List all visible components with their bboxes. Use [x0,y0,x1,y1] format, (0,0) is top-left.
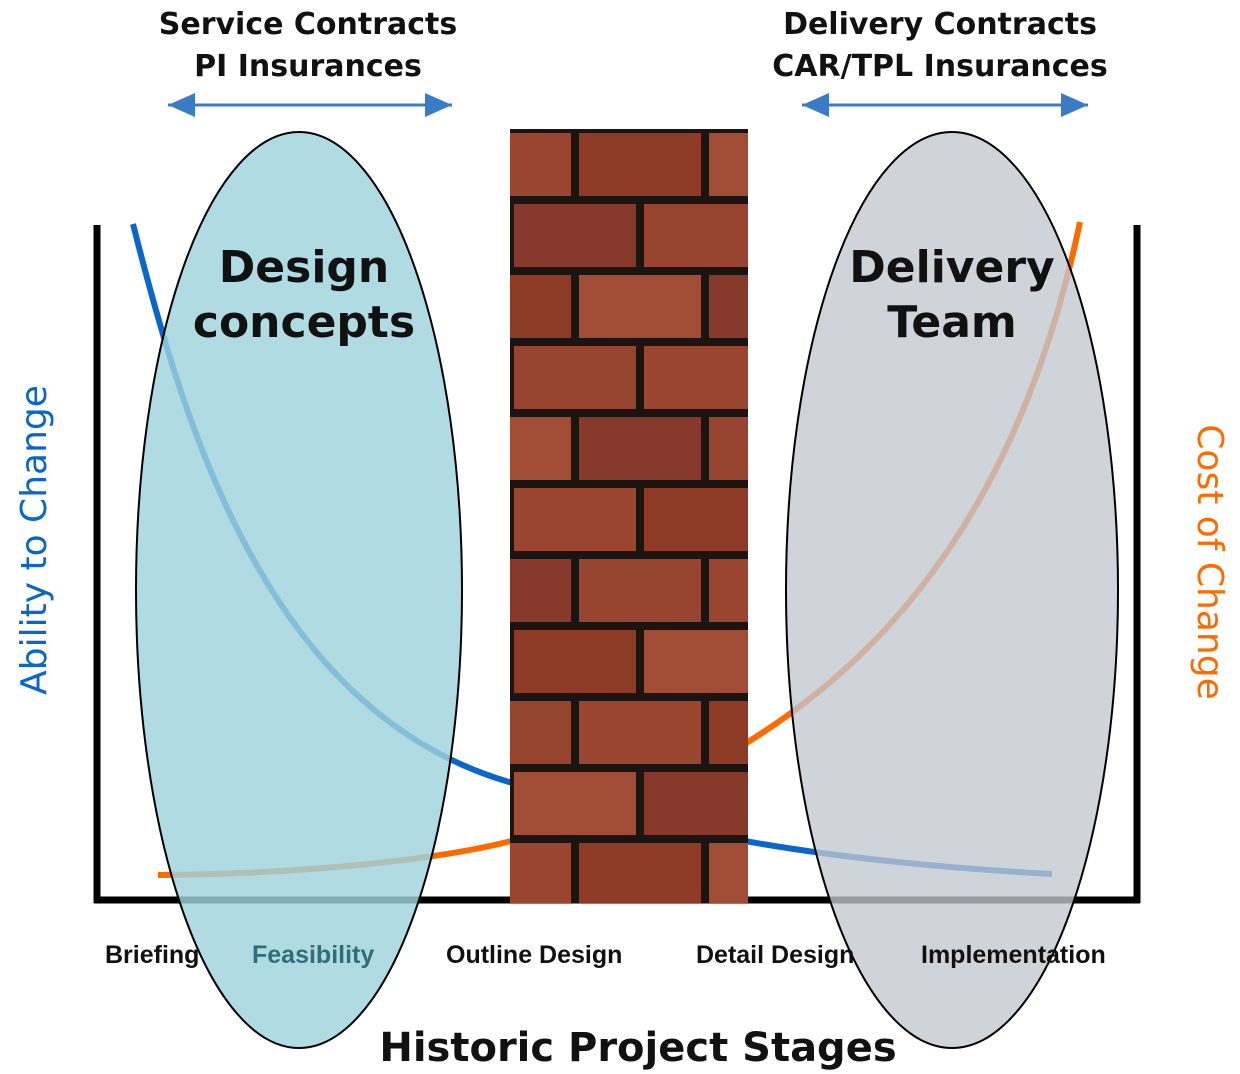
brick [709,701,748,764]
service-contracts-label: Service Contracts [159,7,458,42]
brick [709,275,748,338]
stage-label-implementation: Implementation [921,941,1106,969]
brick [644,488,748,551]
team-label: Team [887,297,1017,348]
brick [579,843,701,903]
brick [579,133,701,196]
design-label: Design [219,242,389,293]
brick [510,843,571,903]
brick [709,417,748,480]
stage-label-briefing: Briefing [105,941,199,969]
brick [514,772,636,835]
brick [579,417,701,480]
brick [579,559,701,622]
concepts-label: concepts [193,297,415,348]
brick [510,417,571,480]
stage-label-feasibility: Feasibility [252,941,374,969]
delivery-team-oval [785,131,1119,1049]
historic-project-stages-title: Historic Project Stages [379,1025,896,1071]
brick [510,559,571,622]
brick [514,204,636,267]
pi-insurances-label: PI Insurances [194,49,422,84]
brick [514,630,636,693]
brick [514,488,636,551]
stage-label-detail-design: Detail Design [696,941,854,969]
brick [510,133,571,196]
brick [709,559,748,622]
delivery-contracts-label: Delivery Contracts [783,7,1097,42]
car-tpl-insurances-label: CAR/TPL Insurances [772,49,1107,84]
brick [514,346,636,409]
ability-to-change-title: Ability to Change [14,385,55,695]
brick [510,701,571,764]
delivery-label: Delivery [849,242,1054,293]
cost-of-change-title: Cost of Change [1189,424,1230,699]
design-concepts-oval [135,131,463,1049]
brick [644,204,748,267]
brick [579,275,701,338]
brick [510,275,571,338]
brick-wall [510,129,748,903]
brick [579,701,701,764]
brick [644,772,748,835]
brick [709,133,748,196]
brick [644,630,748,693]
stage-label-outline-design: Outline Design [446,941,622,969]
brick [709,843,748,903]
brick [644,346,748,409]
